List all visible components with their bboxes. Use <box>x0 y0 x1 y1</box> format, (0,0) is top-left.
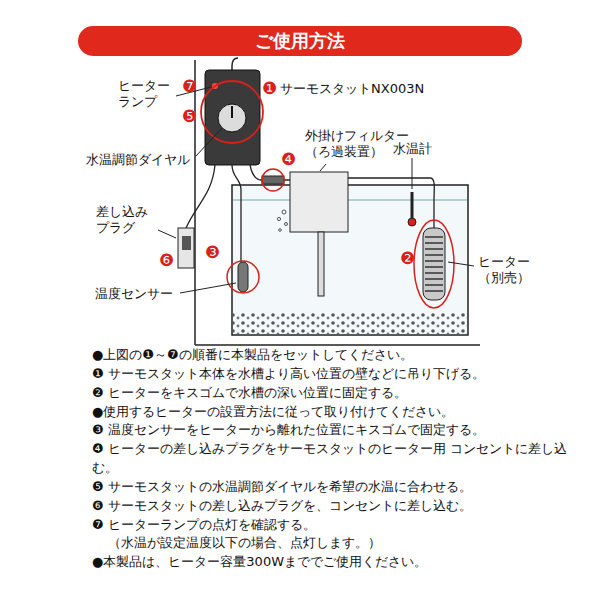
part-label: サーモスタットNX003N <box>280 81 424 97</box>
temperature-dial <box>218 104 246 132</box>
callout-ring <box>201 81 263 143</box>
instruction-line: ❺ サーモスタットの水温調節ダイヤルを希望の水温に合わせる。 <box>92 478 568 497</box>
thermometer <box>411 192 414 220</box>
hook <box>232 58 238 66</box>
heater-cord <box>250 165 262 180</box>
part-label: 水温調節ダイヤル <box>86 152 190 168</box>
callout-number: ❻ <box>159 252 174 269</box>
callout-ring <box>262 169 284 191</box>
part-label: ヒーター （別売） <box>478 254 540 285</box>
callout-number: ❹ <box>281 151 296 168</box>
temperature-sensor <box>238 262 248 292</box>
heater-coil <box>425 236 443 292</box>
instruction-line: ❷ ヒーターをキスゴムで水槽の深い位置に固定する。 <box>92 384 568 403</box>
wall-outlet <box>178 228 194 268</box>
filter-intake <box>318 232 324 296</box>
power-cord <box>186 165 215 228</box>
callout-number: ❺ <box>182 108 197 125</box>
sensor-cord <box>232 165 241 262</box>
gravel <box>233 312 467 334</box>
dial-pointer <box>231 106 233 118</box>
instruction-line: ●使用するヒーターの設置方法に従って取り付けてください。 <box>92 403 568 422</box>
plug <box>182 236 191 250</box>
callout-ring <box>414 220 454 308</box>
part-label: ヒーター ランプ <box>118 78 175 109</box>
instruction-line: ❹ ヒーターの差し込みプラグをサーモスタットのヒーター用 コンセントに差し込む。 <box>92 440 568 478</box>
wall <box>194 60 196 345</box>
title: ご使用方法 <box>255 29 345 53</box>
part-label: 温度センサー <box>95 286 173 302</box>
instruction-line: ❻ サーモスタットの差し込みプラグを、コンセントに差し込む。 <box>92 497 568 516</box>
thermostat-body <box>205 70 260 165</box>
hang-on-filter <box>290 172 348 232</box>
callout-number: ❸ <box>205 244 220 261</box>
part-label: 差し込み プラグ <box>96 204 158 235</box>
instruction-line: （水温が設定温度以下の場合、点灯します。） <box>92 534 568 553</box>
part-label: 水温計 <box>393 141 432 157</box>
instruction-line: ●上図の❶～❼の順番に本製品をセットしてください。 <box>92 346 568 365</box>
heater <box>423 228 445 300</box>
title-banner: ご使用方法 <box>78 26 522 56</box>
instruction-line: ❸ 温度センサーをヒーターから離れた位置にキスゴムで固定する。 <box>92 421 568 440</box>
callout-ring <box>227 261 259 293</box>
callout-number: ❶ <box>262 80 277 97</box>
instruction-list: ●上図の❶～❼の順番に本製品をセットしてください。❶ サーモスタット本体を水槽よ… <box>92 346 568 572</box>
instruction-line: ●本製品は、ヒーター容量300Wまででご使用ください。 <box>92 553 568 572</box>
heater-connector <box>262 176 284 184</box>
callout-number: ❷ <box>400 250 415 267</box>
instruction-line: ❶ サーモスタット本体を水槽より高い位置の壁などに吊り下げる。 <box>92 365 568 384</box>
water-line <box>233 200 467 201</box>
thermometer-bulb <box>408 218 416 226</box>
stand <box>195 344 480 346</box>
hook <box>231 66 233 70</box>
callout-number: ❼ <box>182 78 197 95</box>
aquarium <box>232 185 468 335</box>
bubbles <box>277 210 287 231</box>
leader-lines <box>158 87 474 293</box>
instruction-line: ❼ ヒーターランプの点灯を確認する。 <box>92 516 568 535</box>
